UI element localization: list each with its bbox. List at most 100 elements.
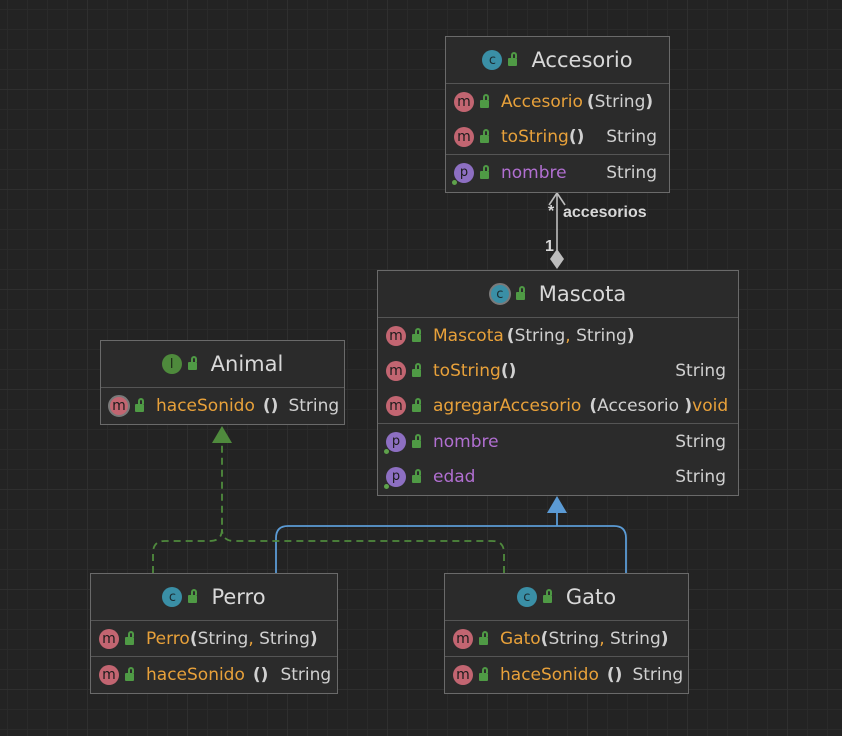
constructor-row[interactable]: m Accesorio (String) (446, 84, 669, 119)
method-icon: m (386, 325, 406, 346)
method-row[interactable]: m haceSonido () String (101, 388, 344, 423)
method-name: haceSonido (500, 664, 599, 685)
implements-line-perro[interactable] (152, 444, 223, 573)
property-type: String (606, 162, 657, 183)
public-lock-icon (412, 327, 421, 342)
constructor-name: Gato (500, 628, 541, 649)
class-mascota[interactable]: c Mascota m Mascota (String, String) m t… (377, 270, 739, 496)
paren-open: ( (189, 628, 198, 649)
comma: , (599, 628, 605, 649)
properties-section: p nombre String p edad String (378, 424, 738, 494)
methods-section: m Mascota (String, String) m toString() … (378, 318, 738, 424)
method-icon: m (99, 628, 119, 649)
constructor-param-2: String (576, 325, 627, 346)
class-header: c Accesorio (446, 37, 669, 84)
method-icon: m (453, 628, 473, 649)
return-type: String (288, 395, 340, 416)
paren-close: ) (626, 325, 635, 346)
class-gato[interactable]: c Gato m Gato(String, String) m haceSoni… (444, 573, 689, 694)
implements-line-gato[interactable] (221, 528, 505, 573)
return-type: void (692, 395, 729, 416)
methods-section: m haceSonido () String (445, 657, 688, 692)
public-lock-icon (515, 286, 525, 300)
methods-section: m Accesorio (String) m toString() String (446, 84, 669, 155)
constructor-row[interactable]: m Perro(String, String) (91, 621, 337, 656)
class-icon: c (488, 283, 511, 305)
comma: , (565, 325, 571, 346)
property-icon: p (384, 466, 406, 489)
return-type: String (632, 664, 684, 685)
constructor-param-1: String (548, 628, 600, 649)
method-icon: m (453, 664, 473, 685)
public-lock-icon (480, 128, 489, 143)
abstract-method-icon: m (108, 394, 130, 417)
constructor-param-1: String (514, 325, 566, 346)
paren-close: ) (684, 395, 693, 416)
property-row[interactable]: p edad String (378, 459, 738, 494)
constructor-param-2: String (259, 628, 310, 649)
interface-animal[interactable]: I Animal m haceSonido () String (100, 340, 345, 425)
method-name: toString (433, 360, 501, 381)
method-row[interactable]: m haceSonido () String (445, 657, 688, 692)
method-parens: () (606, 664, 623, 685)
property-row[interactable]: p nombre String (446, 155, 669, 190)
paren-open: ( (540, 628, 549, 649)
constructor-param-1: String (197, 628, 249, 649)
public-lock-icon (135, 397, 144, 412)
return-type: String (675, 360, 726, 381)
method-parens: () (500, 360, 517, 381)
class-header: c Mascota (378, 271, 738, 318)
constructor-name: Perro (146, 628, 190, 649)
composition-diamond (550, 249, 564, 269)
class-name: Gato (565, 585, 617, 609)
property-icon: p (384, 431, 406, 454)
property-type: String (675, 431, 726, 452)
public-lock-icon (480, 164, 489, 179)
constructor-params: String (594, 91, 646, 112)
property-icon: p (452, 162, 474, 185)
public-lock-icon (412, 362, 421, 377)
property-name: edad (433, 466, 476, 487)
property-row[interactable]: p nombre String (378, 424, 738, 459)
interface-icon: I (161, 354, 182, 374)
public-lock-icon (125, 630, 134, 645)
method-name: toString (501, 126, 569, 147)
return-type: String (606, 126, 657, 147)
method-icon: m (99, 664, 119, 685)
method-name: haceSonido (146, 664, 245, 685)
paren-close: ) (645, 91, 654, 112)
class-icon: c (482, 50, 503, 70)
class-perro[interactable]: c Perro m Perro(String, String) m haceSo… (90, 573, 338, 694)
method-parens: () (262, 395, 279, 416)
method-params: Accesorio (597, 395, 679, 416)
method-row[interactable]: m toString() String (446, 119, 669, 154)
method-parens: () (568, 126, 585, 147)
public-lock-icon (508, 52, 518, 66)
class-icon: c (516, 587, 537, 607)
constructor-name: Accesorio (501, 91, 583, 112)
extends-line[interactable] (275, 525, 627, 573)
property-type: String (675, 466, 726, 487)
return-type: String (280, 664, 332, 685)
method-icon: m (386, 360, 406, 381)
property-name: nombre (501, 162, 567, 183)
methods-section: m Perro(String, String) (91, 621, 337, 657)
method-row[interactable]: m toString() String (378, 353, 738, 388)
constructor-row[interactable]: m Gato(String, String) (445, 621, 688, 656)
paren-close: ) (309, 628, 318, 649)
public-lock-icon (412, 468, 421, 483)
public-lock-icon (412, 433, 421, 448)
paren-close: ) (660, 628, 669, 649)
class-accesorio[interactable]: c Accesorio m Accesorio (String) m toStr… (445, 36, 670, 193)
methods-section: m haceSonido () String (101, 388, 344, 423)
method-parens: () (252, 664, 269, 685)
method-icon: m (454, 91, 474, 112)
extends-arrowhead (547, 496, 567, 513)
public-lock-icon (542, 589, 552, 603)
method-row[interactable]: m haceSonido () String (91, 657, 337, 692)
public-lock-icon (125, 666, 134, 681)
property-name: nombre (433, 431, 499, 452)
constructor-row[interactable]: m Mascota (String, String) (378, 318, 738, 353)
method-row[interactable]: m agregarAccesorio (Accesorio ) void (378, 388, 738, 423)
